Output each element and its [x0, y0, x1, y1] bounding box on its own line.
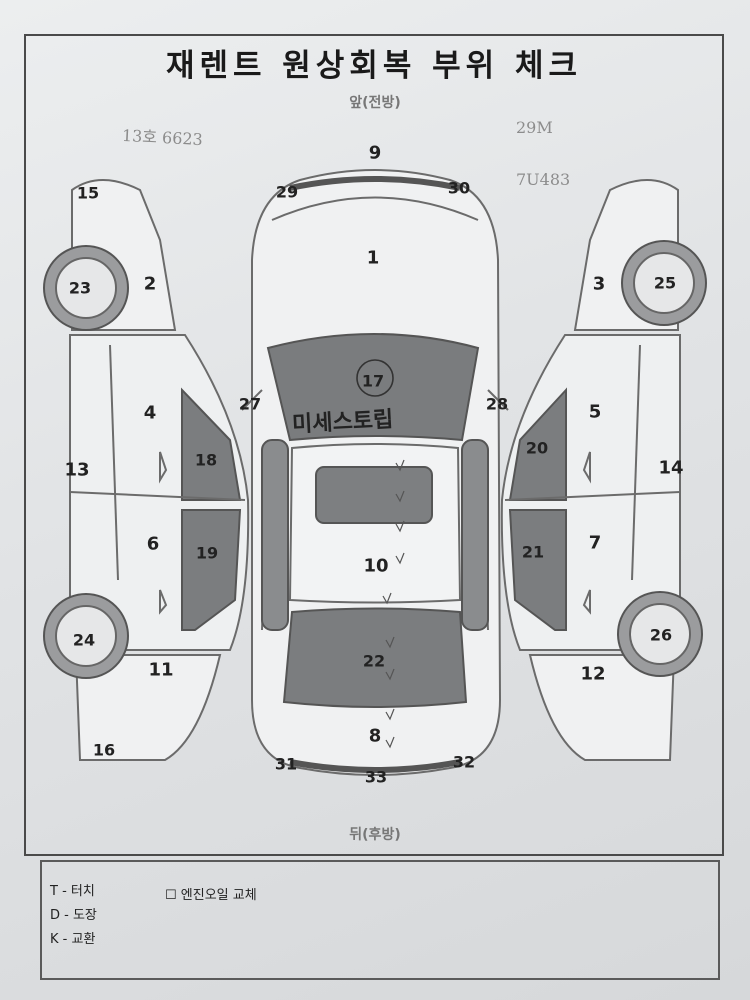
- part-18: 18: [194, 450, 218, 470]
- part-6: 6: [146, 533, 160, 555]
- handwritten-plate-right-1: 29M: [516, 118, 553, 137]
- part-29: 29: [275, 182, 299, 202]
- part-23: 23: [68, 278, 92, 298]
- part-13: 13: [64, 459, 90, 481]
- handwritten-plate-right-2: 7U483: [516, 170, 571, 189]
- part-28: 28: [485, 394, 509, 414]
- part-30: 30: [447, 178, 471, 198]
- engine-oil-checkbox-item[interactable]: ☐ 엔진오일 교체: [165, 884, 257, 903]
- part-9: 9: [368, 142, 382, 164]
- left-side-car: [43, 179, 250, 761]
- part-10: 10: [363, 555, 389, 577]
- part-7: 7: [588, 532, 602, 554]
- legend-touch: T - 터치: [50, 884, 95, 899]
- part-20: 20: [525, 438, 549, 458]
- handwritten-note: 미세스토립: [291, 406, 394, 438]
- part-31: 31: [274, 754, 298, 774]
- checkbox-icon[interactable]: ☐: [165, 888, 177, 903]
- form-title: 재렌트 원상회복 부위 체크: [165, 48, 583, 84]
- check-marks: [382, 459, 405, 749]
- right-side-car: [500, 179, 707, 761]
- part-16: 16: [92, 740, 116, 760]
- front-label: 앞(전방): [349, 95, 401, 111]
- legend-paint: D - 도장: [50, 908, 97, 923]
- part-19: 19: [195, 543, 219, 563]
- part-1: 1: [366, 247, 380, 269]
- part-14: 14: [658, 457, 684, 479]
- rear-label: 뒤(후방): [349, 827, 401, 843]
- circle-mark-17: [356, 359, 394, 397]
- part-2: 2: [143, 273, 157, 295]
- diagram-frame: [24, 34, 724, 856]
- part-11: 11: [148, 659, 174, 681]
- engine-oil-label: 엔진오일 교체: [180, 888, 257, 903]
- legend-box: [40, 860, 720, 980]
- part-25: 25: [653, 273, 677, 293]
- part-12: 12: [580, 663, 606, 685]
- part-8: 8: [368, 725, 382, 747]
- part-26: 26: [649, 625, 673, 645]
- part-15: 15: [76, 183, 100, 203]
- part-24: 24: [72, 630, 96, 650]
- part-17: 17: [361, 371, 385, 391]
- part-32: 32: [452, 752, 476, 772]
- top-view-car: [241, 169, 509, 776]
- part-22: 22: [362, 651, 386, 671]
- part-33: 33: [364, 767, 388, 787]
- part-3: 3: [592, 273, 606, 295]
- part-5: 5: [588, 401, 602, 423]
- handwritten-plate-left: 13호 6623: [121, 125, 204, 150]
- part-4: 4: [143, 402, 157, 424]
- part-27: 27: [238, 394, 262, 414]
- part-21: 21: [521, 542, 545, 562]
- legend-replace: K - 교환: [50, 932, 96, 947]
